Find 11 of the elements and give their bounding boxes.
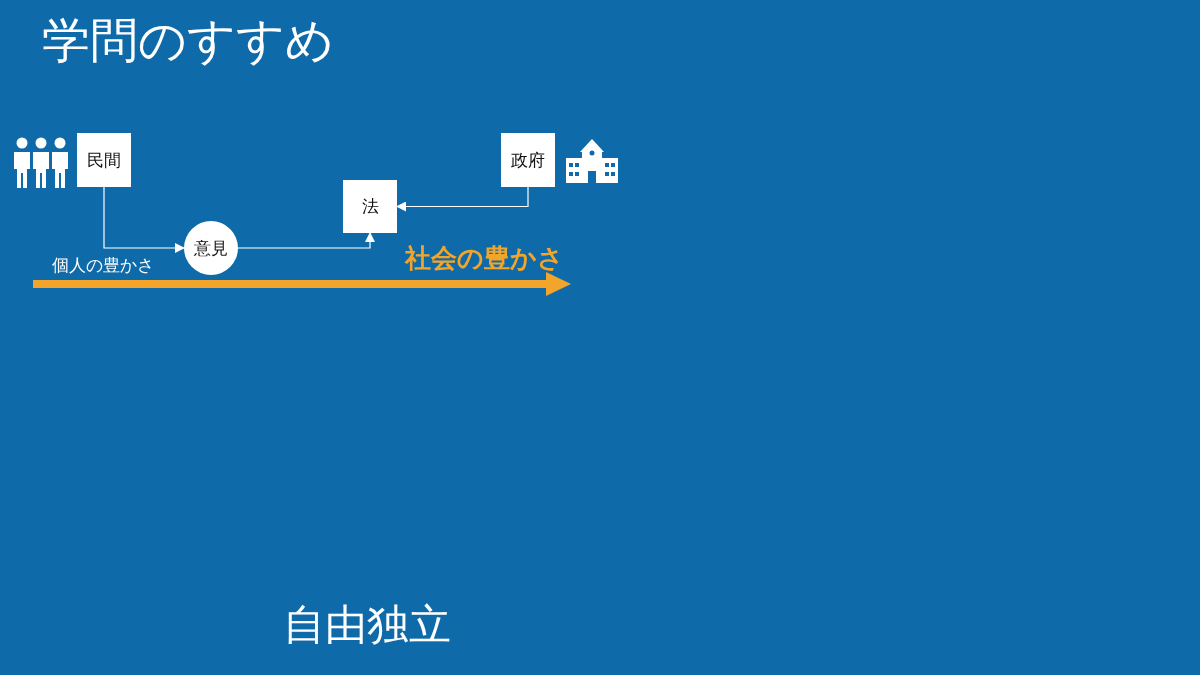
process-box: 法 <box>343 180 397 233</box>
arrow <box>103 186 185 253</box>
title: 学問のすすめ <box>42 12 334 70</box>
axis-label: 社会の豊かさ <box>405 243 564 275</box>
axis-label: 個人の豊かさ <box>52 255 154 276</box>
arrow <box>237 232 375 249</box>
caption-text: 自由独立 <box>283 600 451 651</box>
process-box: 政府 <box>501 133 555 187</box>
process-box: 民間 <box>77 133 131 187</box>
arrow <box>396 186 529 212</box>
opinion-circle: 意見 <box>184 221 238 275</box>
